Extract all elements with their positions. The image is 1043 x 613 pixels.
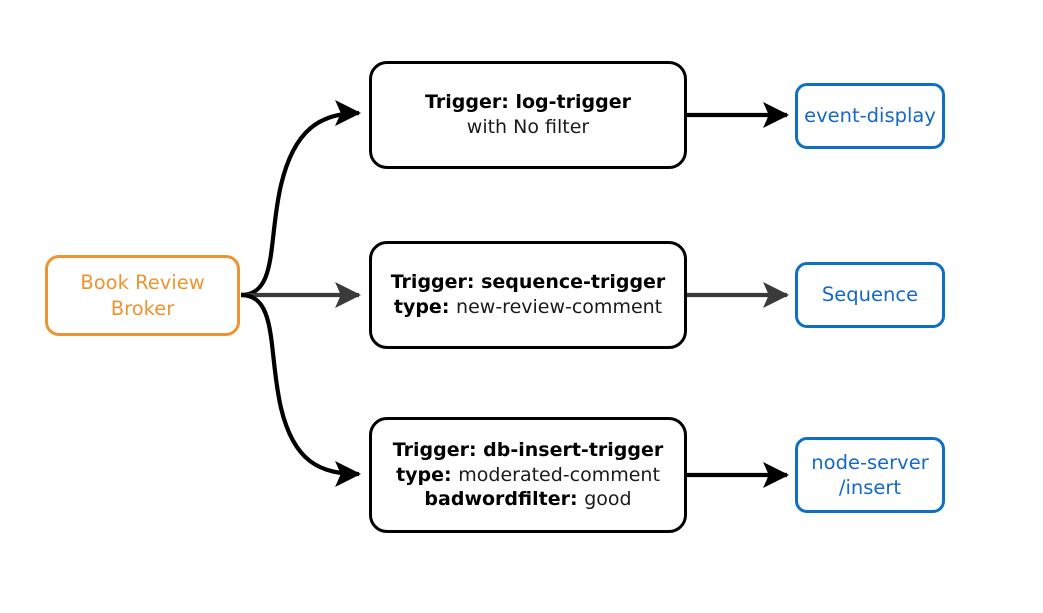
sink-sequence-label: Sequence [821, 283, 919, 307]
node-trigger-db-insert-trigger[interactable]: Trigger: db-insert-trigger type: moderat… [369, 417, 687, 533]
node-trigger-log-trigger[interactable]: Trigger: log-trigger with No filter [369, 61, 687, 169]
trigger-log-filter: with No filter [466, 116, 590, 138]
trigger-dbinsert-type-sep: : [444, 463, 459, 486]
trigger-sequence-type-value: new-review-comment [456, 296, 663, 318]
trigger-dbinsert-filter-sep: : [569, 488, 585, 511]
edge-broker-to-db-insert-trigger [240, 292, 362, 488]
trigger-sequence-type-key: type [393, 296, 442, 318]
node-sink-event-display[interactable]: event-display [795, 83, 945, 149]
trigger-dbinsert-title: Trigger: db-insert-trigger [392, 438, 664, 461]
sink-node-server-label-line-1: node-server [811, 450, 929, 474]
trigger-sequence-title: Trigger: sequence-trigger [390, 271, 666, 294]
node-sink-sequence[interactable]: Sequence [795, 262, 945, 328]
trigger-dbinsert-filter-value: good [584, 488, 632, 511]
trigger-log-title: Trigger: log-trigger [425, 91, 631, 114]
node-book-review-broker[interactable]: Book Review Broker [45, 255, 240, 336]
trigger-dbinsert-filter-key: badwordfilter [424, 488, 570, 511]
trigger-dbinsert-type-value: moderated-comment [458, 463, 660, 486]
trigger-sequence-type-row: type: new-review-comment [394, 295, 662, 320]
sink-node-server-label-line-2: /insert [838, 476, 902, 499]
trigger-sequence-type-sep: : [441, 296, 457, 318]
broker-label-line-2: Broker [110, 296, 175, 320]
node-sink-node-server-insert[interactable]: node-server /insert [795, 437, 945, 513]
trigger-dbinsert-type-key: type [396, 463, 445, 486]
trigger-dbinsert-type-row: type: moderated-comment [396, 463, 660, 488]
node-trigger-sequence-trigger[interactable]: Trigger: sequence-trigger type: new-revi… [369, 241, 687, 349]
edge-broker-to-log-trigger [240, 99, 362, 298]
sink-event-display-label: event-display [804, 104, 936, 128]
broker-label-line-1: Book Review [80, 271, 205, 295]
trigger-dbinsert-filter-row: badwordfilter: good [424, 487, 631, 512]
